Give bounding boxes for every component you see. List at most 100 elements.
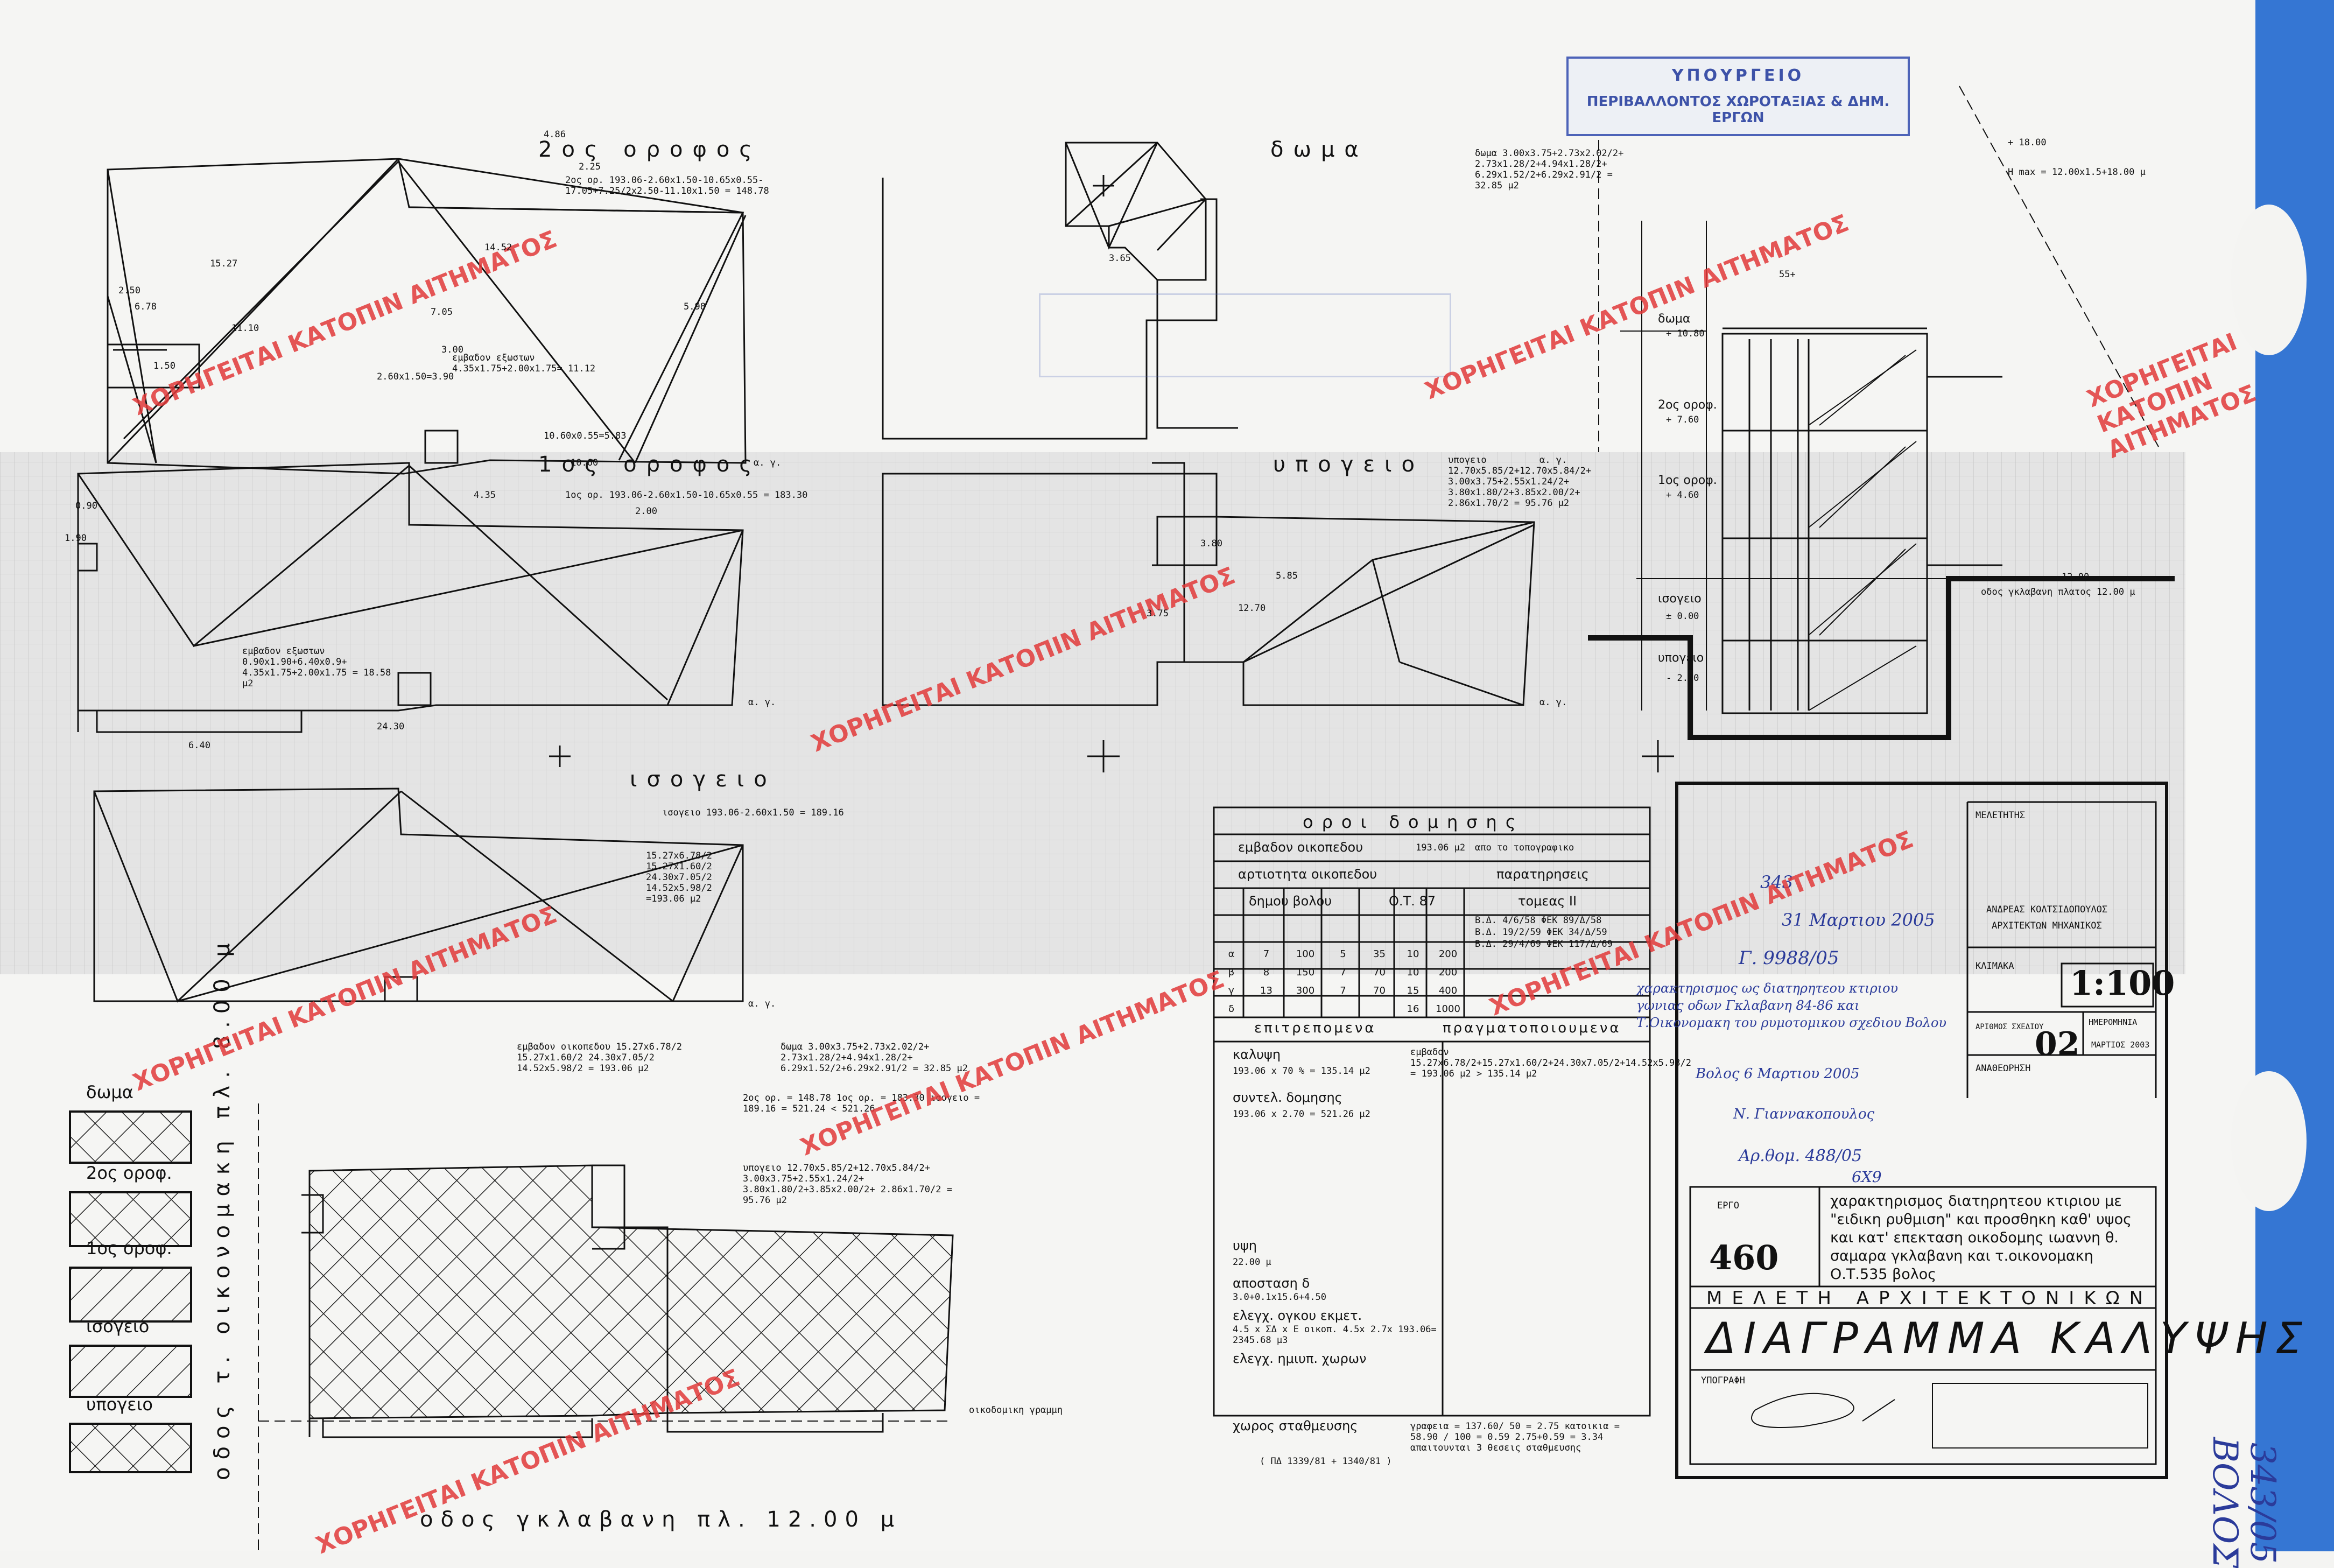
section-name-1: 2ος οροφ. bbox=[1658, 398, 1717, 412]
dimension-label: 5.98 bbox=[684, 301, 706, 312]
terms-height-lbl: υψη bbox=[1233, 1238, 1257, 1253]
terms-permitted: επιτρεπομενα bbox=[1254, 1020, 1376, 1036]
section-street: οδος γκλαβανη πλατος 12.00 μ bbox=[1981, 587, 2135, 597]
dimension-label: 0.90 bbox=[75, 501, 97, 511]
section-street-width: 12.00 bbox=[2062, 572, 2090, 582]
terms-cell: 10 bbox=[1407, 966, 1419, 978]
dimension-label: 3.75 bbox=[1147, 608, 1169, 619]
terms-plot-fit: αρτιοτητα οικοπεδου bbox=[1238, 867, 1377, 882]
hw-place-date: Βολος 6 Μαρτιου 2005 bbox=[1696, 1066, 1860, 1082]
terms-semi-lbl: ελεγχ. ημιυπ. χωρων bbox=[1233, 1351, 1367, 1366]
terms-parking-lbl: χωρος σταθμευσης bbox=[1233, 1418, 1358, 1433]
tb-project-label: ΕΡΓΟ bbox=[1717, 1200, 1739, 1211]
street-label: οδος γκλαβανη πλ. 12.00 μ bbox=[420, 1507, 902, 1532]
basement-formula: υπογειο 12.70x5.85/2+12.70x5.84/2+ 3.00x… bbox=[1448, 455, 1592, 509]
hw-margin-city: ΒΟΛΟΣ bbox=[2205, 1437, 2245, 1568]
terms-cell: 5 bbox=[1340, 948, 1346, 960]
floor1-title: 1ος οροφος bbox=[538, 452, 762, 477]
ag-label-5: α. γ. bbox=[1539, 455, 1567, 466]
tb-designer-name: ΑΝΔΡΕΑΣ ΚΟΛΤΣΙΔΟΠΟΥΛΟΣ bbox=[1986, 904, 2108, 915]
terms-cell: 7 bbox=[1340, 985, 1346, 996]
dimension-label: 6.40 bbox=[188, 740, 210, 751]
dimension-label: 2.60x1.50=3.90 bbox=[377, 371, 454, 382]
dimension-label: 6.78 bbox=[135, 301, 157, 312]
tb-drawing-title: ΔΙΑΓΡΑΜΜΑ ΚΑΛΥΨΗΣ bbox=[1706, 1313, 2310, 1363]
terms-sector: τομεας ΙΙ bbox=[1518, 894, 1577, 909]
legend-floor1: 1ος οροφ. bbox=[86, 1238, 172, 1258]
dimension-label: 2.50 bbox=[118, 285, 140, 296]
dimension-label: 2.25 bbox=[579, 161, 601, 172]
terms-municipality: δημου βολου bbox=[1249, 894, 1332, 909]
terms-far-lbl: συντελ. δομησης bbox=[1233, 1090, 1342, 1105]
section-level-0: + 18.00 bbox=[2008, 137, 2047, 148]
hw-protocol: 343 bbox=[1760, 872, 1794, 892]
terms-cell: 200 bbox=[1438, 948, 1458, 960]
dimension-label: 2.00 bbox=[635, 506, 657, 517]
terms-plot-value: 193.06 μ2 bbox=[1416, 842, 1466, 853]
terms-note-2: Β.Δ. 29/4/69 ΦΕΚ 117/Δ/69 bbox=[1475, 939, 1613, 950]
terms-cell: 15 bbox=[1407, 985, 1419, 996]
terms-cell: 300 bbox=[1296, 985, 1315, 996]
terms-cell: 1000 bbox=[1436, 1003, 1460, 1015]
hw-margin-code: 343/05 bbox=[2242, 1443, 2282, 1564]
cov-floors: 2ος ορ. = 148.78 1ος ορ. = 183.30 ισογει… bbox=[743, 1093, 980, 1114]
terms-coverage-lbl: καλυψη bbox=[1233, 1047, 1281, 1062]
dimension-label: 5.85 bbox=[1276, 571, 1298, 581]
section-name-2: 1ος οροφ. bbox=[1658, 474, 1717, 487]
terms-cell: 200 bbox=[1438, 966, 1458, 978]
terms-cell: 13 bbox=[1260, 985, 1273, 996]
terms-plot-note: απο το τοπογραφικο bbox=[1475, 842, 1574, 853]
ag-label-2: α. γ. bbox=[748, 697, 776, 708]
dimension-label: 3.00 bbox=[441, 344, 463, 355]
terms-parking-ref: ( ΠΔ 1339/81 + 1340/81 ) bbox=[1260, 1456, 1392, 1467]
terms-height-val: 22.00 μ bbox=[1233, 1257, 1271, 1268]
terms-cell: 70 bbox=[1373, 985, 1386, 996]
dimension-label: 1.90 bbox=[65, 533, 87, 544]
floor2-balcony: εμβαδον εξωστων 4.35x1.75+2.00x1.75= 11.… bbox=[452, 353, 596, 374]
hw-ar-thom: Αρ.θομ. 488/05 bbox=[1739, 1147, 1862, 1165]
section-level-5: - 2.20 bbox=[1666, 673, 1699, 684]
terms-coverage-calc: 193.06 x 70 % = 135.14 μ2 bbox=[1233, 1066, 1370, 1077]
terms-remarks: παρατηρησεις bbox=[1496, 867, 1589, 882]
tb-designer-label: ΜΕΛΕΤΗΤΗΣ bbox=[1976, 810, 2026, 821]
floor1-formula: 1ος ορ. 193.06-2.60x1.50-10.65x0.55 = 18… bbox=[565, 490, 808, 501]
terms-cell: 35 bbox=[1373, 948, 1386, 960]
cov-basement: υπογειο 12.70x5.85/2+12.70x5.84/2+ 3.00x… bbox=[743, 1163, 952, 1206]
dimension-label: 1.50 bbox=[153, 361, 175, 371]
floor2-formula: 2ος ορ. 193.06-2.60x1.50-10.65x0.55-17.0… bbox=[565, 175, 769, 196]
terms-plot-label: εμβαδον οικοπεδου bbox=[1238, 840, 1363, 855]
dimension-label: 10.60 bbox=[571, 458, 599, 468]
dimension-label: 10.60x0.55=5.83 bbox=[544, 431, 627, 441]
terms-block: Ο.Τ. 87 bbox=[1389, 894, 1436, 909]
ministry-stamp-line2: ΠΕΡΙΒΑΛΛΟΝΤΟΣ ΧΩΡΟΤΑΞΙΑΣ & ΔΗΜ. ΕΡΓΩΝ bbox=[1586, 94, 1890, 126]
hw-note: χαρακτηρισμος ως διατηρητεου κτιριου γων… bbox=[1636, 981, 1946, 1030]
terms-cell: 100 bbox=[1296, 948, 1315, 960]
dimension-label: 3.65 bbox=[1109, 253, 1131, 264]
dimension-label: 4.86 bbox=[544, 129, 566, 140]
dimension-label: 14.52 bbox=[484, 242, 512, 253]
faded-stamp bbox=[1039, 293, 1451, 377]
tb-drawing-no: 02 bbox=[2035, 1025, 2080, 1063]
roof-formula: δωμα 3.00x3.75+2.73x2.02/2+ 2.73x1.28/2+… bbox=[1475, 148, 1624, 191]
street-side-label: οδος τ. οικονομακη πλ. 8.00 μ bbox=[210, 936, 235, 1480]
floor2-title: 2ος οροφος bbox=[538, 137, 762, 162]
terms-achieved: πραγματοποιουμενα bbox=[1443, 1020, 1621, 1036]
section-level-2: + 7.60 bbox=[1666, 414, 1699, 425]
roof-title: δωμα bbox=[1270, 137, 1368, 162]
hw-g-number: Γ. 9988/05 bbox=[1739, 947, 1839, 969]
ministry-stamp-line1: ΥΠΟΥΡΓΕΙΟ bbox=[1671, 66, 1805, 85]
hw-signer: Ν. Γιαννακοπουλος bbox=[1733, 1106, 1875, 1122]
dimension-label: 11.10 bbox=[231, 323, 259, 334]
section-level-1: + 10.80 bbox=[1666, 328, 1705, 339]
dimension-label: 24.30 bbox=[377, 721, 405, 732]
terms-coverage-ach: εμβαδον 15.27x6.78/2+15.27x1.60/2+24.30x… bbox=[1410, 1047, 1691, 1079]
tb-scale-value: 1:100 bbox=[2070, 964, 2175, 1003]
terms-volume-lbl: ελεγχ. ογκου εκμετ. bbox=[1233, 1308, 1362, 1323]
cov-plot: εμβαδον οικοπεδου 15.27x6.78/2 15.27x1.6… bbox=[517, 1042, 683, 1074]
terms-cell: α bbox=[1228, 948, 1235, 960]
